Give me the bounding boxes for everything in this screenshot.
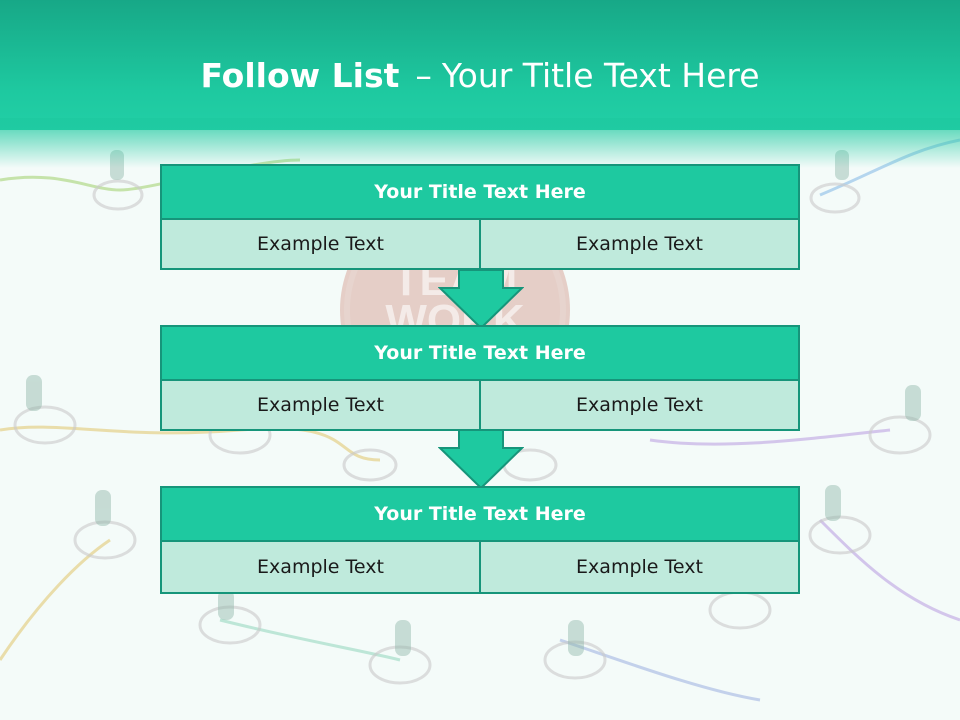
title-bar-fade bbox=[0, 118, 960, 168]
list-block-2: Your Title Text Here Example Text Exampl… bbox=[160, 325, 800, 431]
block-row: Example Text Example Text bbox=[160, 220, 800, 270]
block-cell-right[interactable]: Example Text bbox=[481, 381, 800, 431]
block-title[interactable]: Your Title Text Here bbox=[160, 486, 800, 542]
slide-title-rest: Your Title Text Here bbox=[441, 56, 760, 95]
slide-title-bold: Follow List bbox=[200, 56, 400, 95]
block-cell-left[interactable]: Example Text bbox=[160, 542, 481, 594]
block-title[interactable]: Your Title Text Here bbox=[160, 325, 800, 381]
block-title[interactable]: Your Title Text Here bbox=[160, 164, 800, 220]
title-bar bbox=[0, 0, 960, 130]
list-block-1: Your Title Text Here Example Text Exampl… bbox=[160, 164, 800, 270]
block-row: Example Text Example Text bbox=[160, 542, 800, 594]
block-cell-right[interactable]: Example Text bbox=[481, 220, 800, 270]
block-cell-left[interactable]: Example Text bbox=[160, 220, 481, 270]
down-arrow-icon bbox=[438, 430, 524, 490]
block-cell-right[interactable]: Example Text bbox=[481, 542, 800, 594]
down-arrow-icon bbox=[438, 270, 524, 330]
slide-title-separator: – bbox=[415, 56, 432, 95]
block-cell-left[interactable]: Example Text bbox=[160, 381, 481, 431]
list-block-3: Your Title Text Here Example Text Exampl… bbox=[160, 486, 800, 594]
slide-title: Follow List–Your Title Text Here bbox=[0, 52, 960, 100]
block-row: Example Text Example Text bbox=[160, 381, 800, 431]
